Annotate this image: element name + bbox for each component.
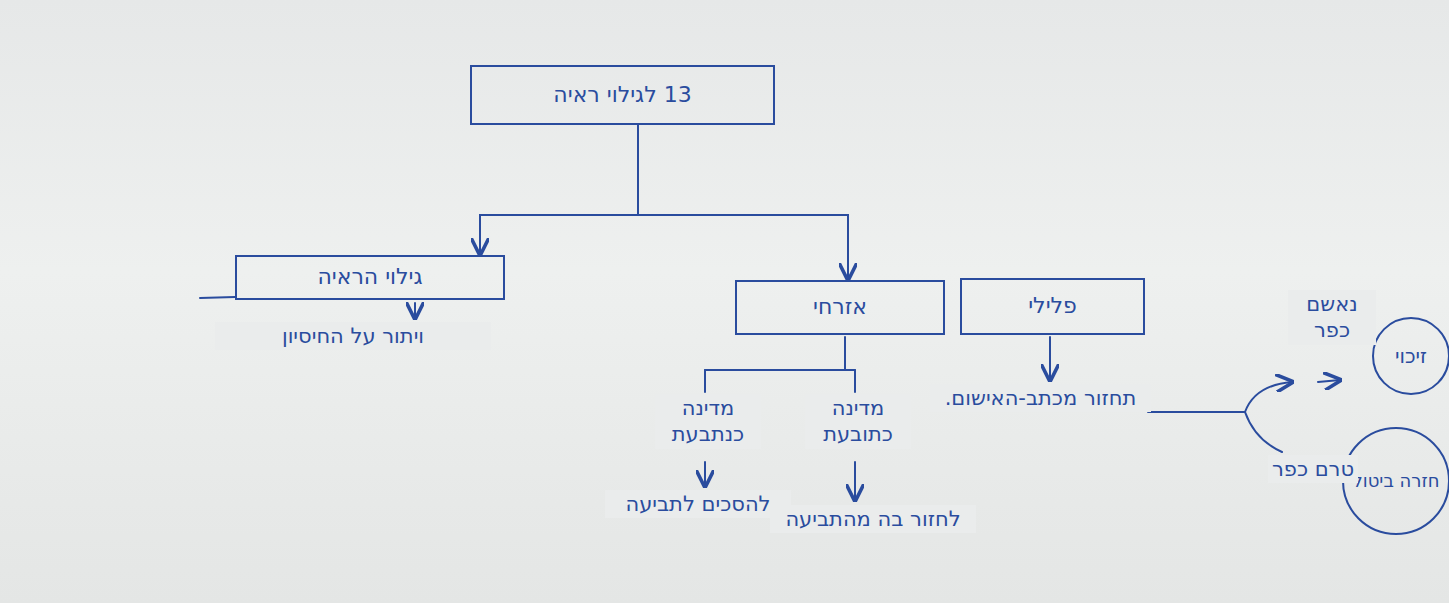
connector-arrow [480, 125, 638, 254]
process-box: פלילי [960, 278, 1145, 335]
condition-text: טרם כפר [1268, 455, 1358, 483]
process-box: אזרחי [735, 280, 945, 335]
title-box: 13 לגילוי ראיה [470, 65, 775, 125]
node-text: חזרה ביטול [1353, 470, 1440, 492]
note-text: ויתור על החיסיון [215, 322, 491, 350]
node-text: פלילי [1028, 293, 1077, 319]
outcome-text: להסכים לתביעה [605, 490, 791, 518]
outcome-circle: חזרה ביטול [1342, 427, 1449, 535]
connector-arrow [638, 125, 848, 279]
branch-text: מדינה כתובעת [805, 394, 911, 449]
outcome-circle: זיכוי [1372, 317, 1449, 395]
node-text: גילוי הראיה [317, 264, 422, 290]
condition-text: נאשם כפר [1288, 290, 1376, 345]
outcome-text: לחזור בה מהתביעה [770, 505, 976, 533]
branch-text: מדינה כנתבעת [655, 394, 761, 449]
process-box: גילוי הראיה [235, 255, 505, 300]
outcome-text: תחזור מכתב-האישום. [930, 384, 1151, 412]
node-text: 13 לגילוי ראיה [553, 82, 691, 108]
node-text: אזרחי [813, 294, 867, 320]
node-text: זיכוי [1395, 344, 1427, 368]
